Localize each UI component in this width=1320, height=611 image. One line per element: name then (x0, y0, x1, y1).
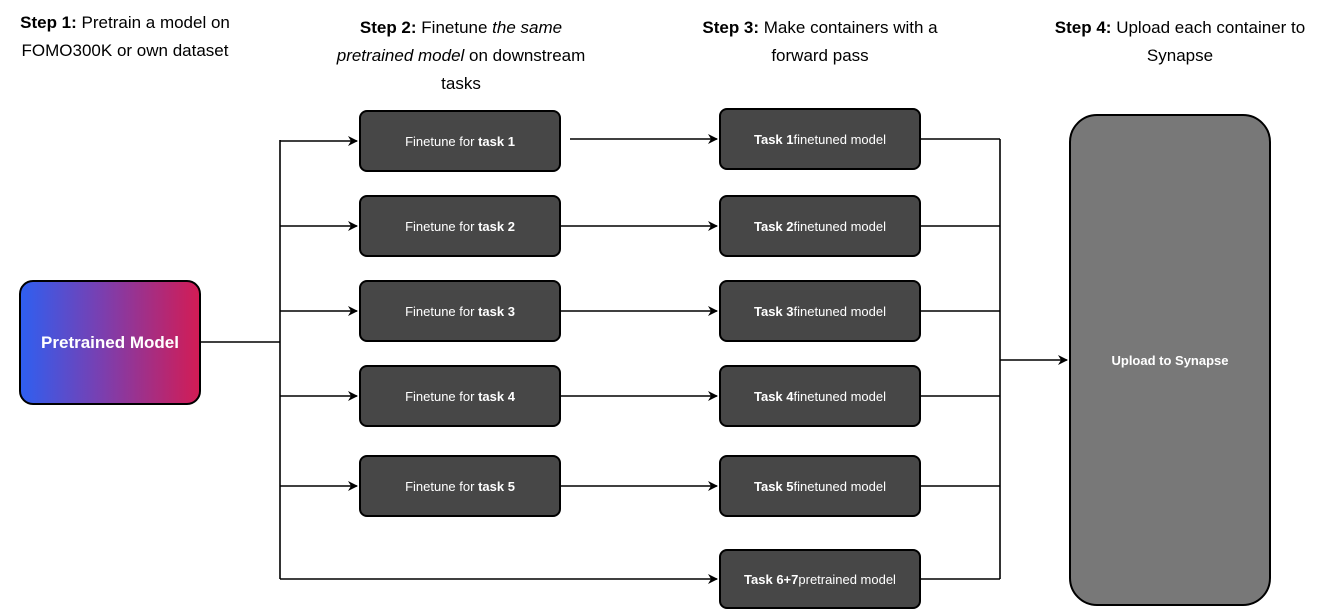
task-model-task: Task 5 (753, 478, 794, 494)
finetune-task-label: task 2 (478, 218, 515, 234)
step-2-header: Step 2: Finetune the same pretrained mod… (322, 14, 600, 98)
finetune-task-1-node: Finetune for task 1 (359, 110, 561, 172)
task-1-finetuned-model-node: Task 1 finetuned model (719, 108, 921, 170)
step-3-header: Step 3: Make containers with a forward p… (690, 14, 950, 70)
finetune-prefix: Finetune for (405, 388, 475, 404)
task-4-finetuned-model-node: Task 4 finetuned model (719, 365, 921, 427)
finetune-task-3-node: Finetune for task 3 (359, 280, 561, 342)
task-model-task: Task 4 (753, 388, 794, 404)
task-model-task: Task 6+7 (744, 571, 799, 587)
step-4-label: Step 4: (1054, 18, 1112, 37)
task-2-finetuned-model-node: Task 2 finetuned model (719, 195, 921, 257)
upload-to-synapse-node: Upload to Synapse (1069, 114, 1271, 606)
task-model-suffix: finetuned model (793, 131, 887, 147)
step-3-text: Make containers with a forward pass (759, 18, 938, 65)
step-2-text-em: the same pretrained model (336, 18, 563, 65)
task-model-task: Task 1 (753, 131, 794, 147)
task-model-suffix: finetuned model (793, 303, 887, 319)
finetune-task-2-node: Finetune for task 2 (359, 195, 561, 257)
step-2-text-pre: Finetune (416, 18, 493, 37)
task-model-task: Task 2 (753, 218, 794, 234)
finetune-prefix: Finetune for (405, 218, 475, 234)
step-1-label: Step 1: (20, 13, 77, 32)
finetune-task-label: task 1 (478, 133, 515, 149)
upload-label: Upload to Synapse (1111, 352, 1229, 368)
task-model-suffix: finetuned model (793, 478, 887, 494)
task-3-finetuned-model-node: Task 3 finetuned model (719, 280, 921, 342)
step-4-header: Step 4: Upload each container to Synapse (1040, 14, 1320, 70)
finetune-task-label: task 4 (478, 388, 515, 404)
task-6-7-pretrained-model-node: Task 6+7 pretrained model (719, 549, 921, 609)
finetune-prefix: Finetune for (405, 133, 475, 149)
step-1-text: Pretrain a model on FOMO300K or own data… (21, 13, 230, 60)
task-model-task: Task 3 (753, 303, 794, 319)
task-5-finetuned-model-node: Task 5 finetuned model (719, 455, 921, 517)
task-model-suffix: pretrained model (798, 571, 896, 587)
finetune-task-4-node: Finetune for task 4 (359, 365, 561, 427)
step-3-label: Step 3: (702, 18, 760, 37)
finetune-prefix: Finetune for (405, 478, 475, 494)
task-model-suffix: finetuned model (793, 218, 887, 234)
step-1-header: Step 1: Pretrain a model on FOMO300K or … (0, 9, 250, 65)
finetune-task-5-node: Finetune for task 5 (359, 455, 561, 517)
finetune-task-label: task 5 (478, 478, 515, 494)
pretrained-model-label: Pretrained Model (41, 332, 179, 352)
step-2-text-post: on downstream tasks (441, 46, 586, 93)
step-2-label: Step 2: (359, 18, 417, 37)
task-model-suffix: finetuned model (793, 388, 887, 404)
pretrained-model-node: Pretrained Model (19, 280, 201, 405)
finetune-task-label: task 3 (478, 303, 515, 319)
finetune-prefix: Finetune for (405, 303, 475, 319)
step-4-text: Upload each container to Synapse (1111, 18, 1306, 65)
